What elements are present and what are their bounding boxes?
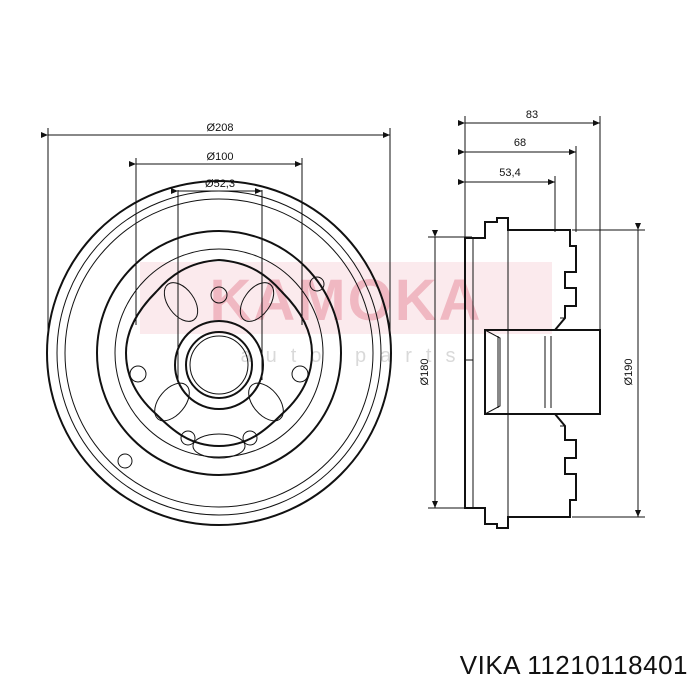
drum-face	[96, 230, 342, 476]
center-bore-ring	[174, 320, 264, 410]
bolt-hole	[129, 365, 147, 383]
drum-outer-edge	[46, 180, 392, 526]
front-view: Ø208 Ø100 Ø52,3	[41, 122, 392, 526]
dim-label-depth-mid: 68	[514, 137, 526, 149]
hub-profile	[484, 329, 601, 415]
bolt-hole	[180, 430, 196, 446]
side-view: 83 68 53,4 Ø180 Ø190	[419, 109, 645, 529]
hub-flange	[124, 258, 314, 448]
dim-label-outer-diameter: Ø190	[623, 359, 635, 386]
dim-label-outer: Ø208	[207, 122, 234, 134]
bolt-hole	[242, 430, 258, 446]
adjust-hole	[309, 276, 325, 292]
dim-label-depth-total: 83	[526, 109, 538, 121]
dim-label-inner-diameter: Ø180	[419, 359, 431, 386]
bolt-hole	[210, 286, 228, 304]
dim-label-pcd: Ø100	[207, 151, 234, 163]
dim-label-bore: Ø52,3	[205, 178, 235, 190]
dim-label-depth-inner: 53,4	[499, 167, 520, 179]
watermark-brand: KAMOKA	[210, 268, 483, 333]
center-bore	[185, 331, 253, 399]
watermark-logo: KAMOKA auto parts	[140, 262, 552, 367]
adjust-hole	[117, 453, 133, 469]
bolt-hole	[291, 365, 309, 383]
watermark-tagline: auto parts	[241, 345, 470, 367]
part-caption: VIKA 11210118401	[459, 650, 688, 680]
